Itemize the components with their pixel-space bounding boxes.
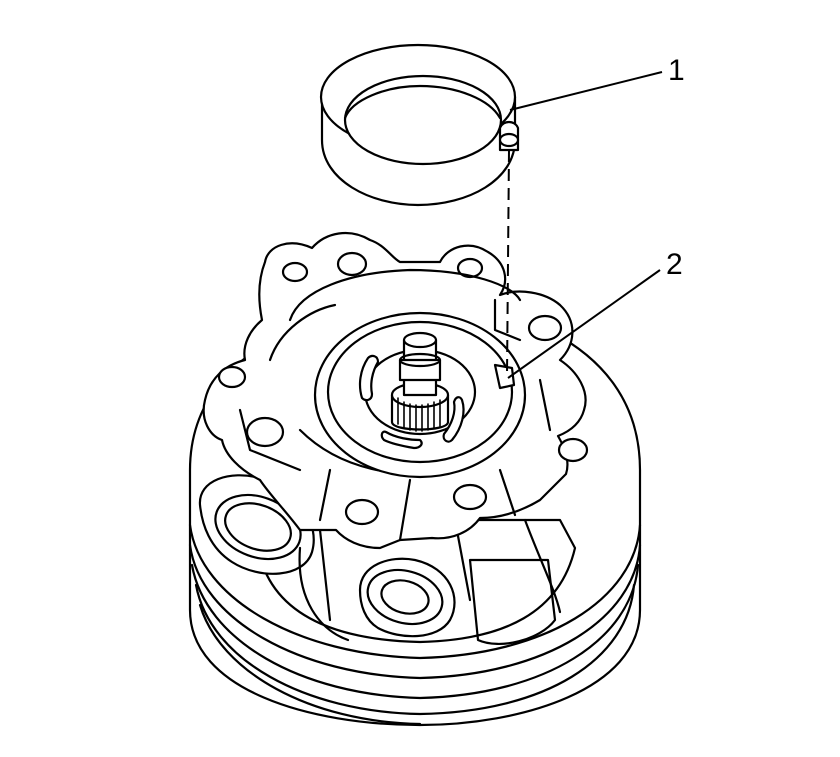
center-port-boss	[358, 557, 456, 638]
leader-line-2	[507, 269, 661, 379]
leader-line-1	[509, 71, 663, 111]
shaft-splines	[397, 397, 441, 432]
callout-label-1: 1	[668, 54, 685, 87]
drive-shaft	[390, 331, 450, 432]
seal-ring	[319, 43, 520, 207]
callout-label-2: 2	[666, 248, 683, 281]
